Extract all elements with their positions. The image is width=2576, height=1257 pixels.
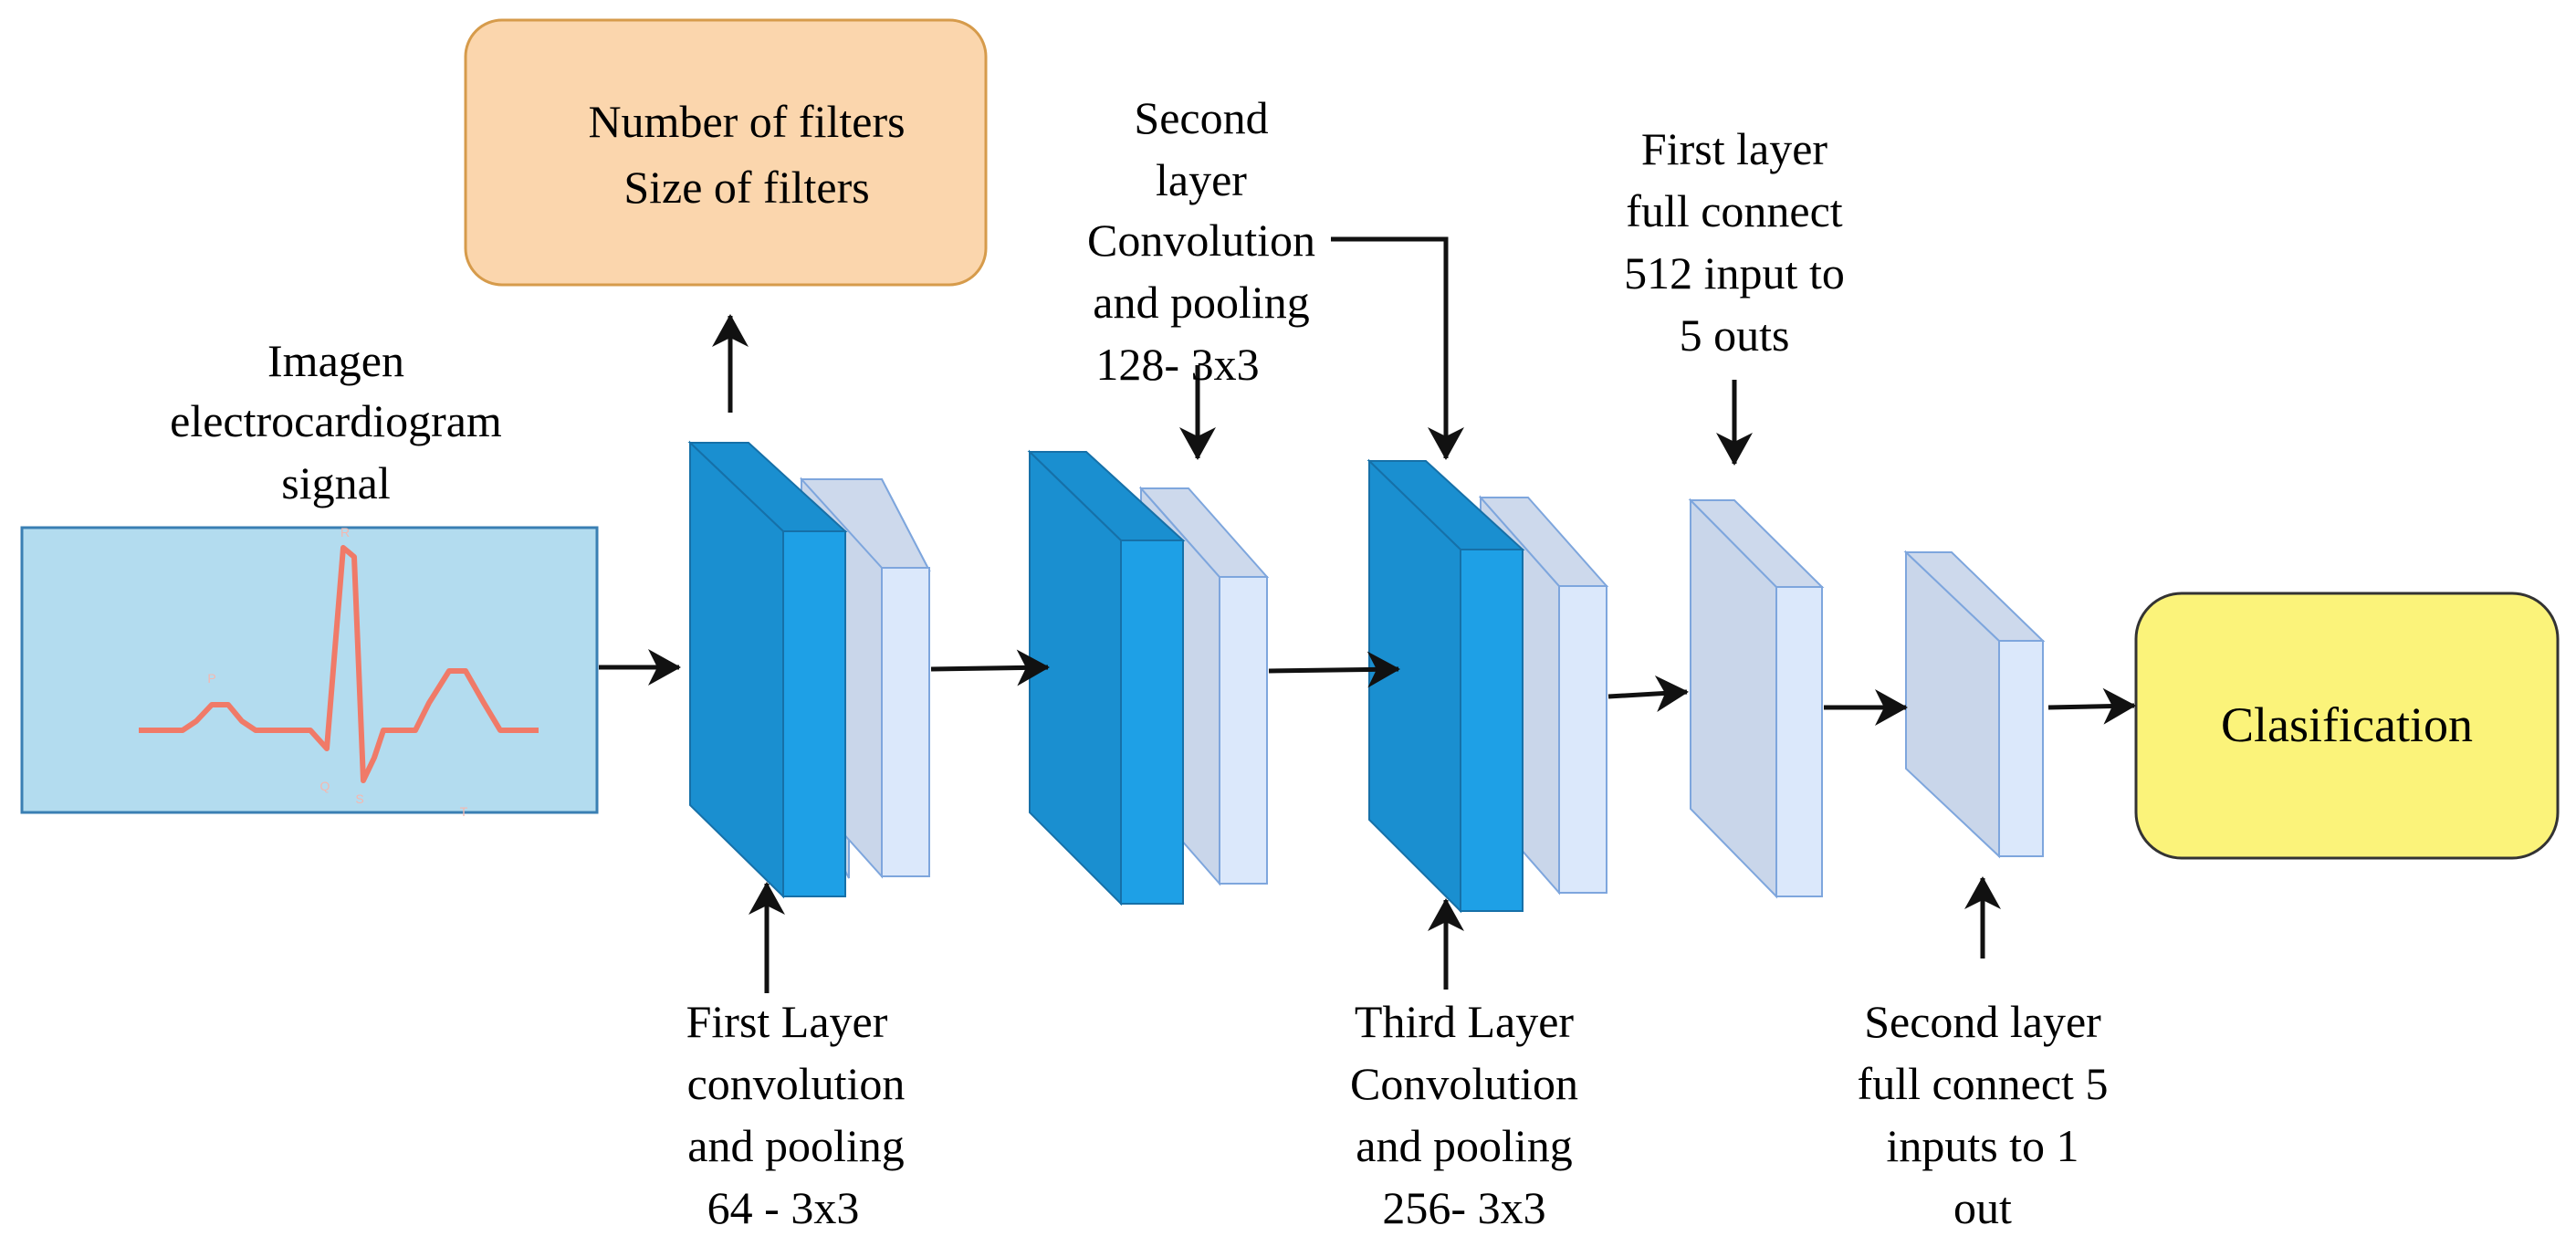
- flow-arrows: [599, 649, 2136, 726]
- pool-slab-1-face: [881, 567, 930, 877]
- ecg-input: R P Q S T Imagen electrocardiogram signa…: [20, 335, 599, 819]
- fc-block-1: [1688, 498, 1825, 899]
- conv3-label-line-4: 256- 3x3: [1382, 1182, 1545, 1233]
- conv-block-1: [687, 440, 931, 899]
- label-conv1: First Layer convolution and pooling 64 -…: [686, 996, 906, 1233]
- pool-slab-2-face: [1219, 576, 1268, 885]
- conv-block-3: [1367, 458, 1609, 914]
- fc2-label-line-4: out: [1953, 1182, 2012, 1233]
- annotation-arrows: [712, 236, 2001, 993]
- conv2-label-line-1: Second: [1134, 92, 1268, 143]
- input-label-line-3: signal: [281, 457, 390, 508]
- fc2-label-line-1: Second layer: [1864, 996, 2101, 1047]
- input-label-line-1: Imagen: [267, 335, 404, 386]
- conv1-label-line-2: convolution: [687, 1058, 906, 1109]
- fc-block-2: [1903, 550, 2046, 859]
- label-fc2: Second layer full connect 5 inputs to 1 …: [1858, 996, 2109, 1233]
- fc1-label-line-4: 5 outs: [1680, 309, 1790, 361]
- conv3-label-line-2: Convolution: [1350, 1058, 1578, 1109]
- wave-letter-q: Q: [320, 779, 330, 793]
- conv1-label-line-3: and pooling: [687, 1120, 904, 1171]
- fc1-label-line-1: First layer: [1641, 123, 1827, 174]
- arrow-conv2-to-conv3: [1268, 651, 1400, 688]
- label-fc1: First layer full connect 512 input to 5 …: [1624, 123, 1845, 361]
- conv2-label-line-2: layer: [1156, 154, 1247, 205]
- filters-callout: Number of filters Size of filters: [464, 18, 988, 287]
- conv2-label-line-5: 128- 3x3: [1095, 339, 1259, 390]
- conv-slab-2-face: [1120, 539, 1184, 905]
- conv2-label-line-4: and pooling: [1093, 277, 1309, 328]
- wave-letter-t: T: [460, 804, 468, 819]
- classification-output: Clasification: [2134, 592, 2560, 860]
- conv1-label-line-4: 64 - 3x3: [707, 1182, 860, 1233]
- arrow-conv1-to-conv2: [930, 649, 1050, 686]
- filters-box-line-1: Number of filters: [588, 96, 905, 147]
- input-label-line-2: electrocardiogram: [170, 395, 502, 446]
- classification-label: Clasification: [2221, 697, 2473, 752]
- conv3-label-line-1: Third Layer: [1355, 996, 1575, 1047]
- fc1-label-line-3: 512 input to: [1624, 247, 1845, 299]
- conv-block-2: [1027, 449, 1270, 906]
- fc2-face: [1998, 640, 2044, 857]
- fc2-label-line-2: full connect 5: [1858, 1058, 2109, 1109]
- conv-slab-3-face: [1460, 549, 1524, 912]
- classification-box: [2134, 592, 2560, 860]
- conv3-label-line-3: and pooling: [1356, 1120, 1572, 1171]
- wave-letter-r: R: [340, 525, 350, 539]
- wave-letter-p: P: [207, 671, 215, 686]
- filters-box-line-2: Size of filters: [623, 162, 869, 213]
- ecg-image-box: [20, 526, 599, 814]
- label-conv3: Third Layer Convolution and pooling 256-…: [1350, 996, 1578, 1233]
- arrow-conv3-to-fc1: [1607, 676, 1689, 712]
- filters-box: [464, 18, 988, 287]
- conv2-label-line-3: Convolution: [1087, 215, 1315, 266]
- fc1-face: [1775, 586, 1823, 897]
- arrow-label-to-conv3: [1331, 236, 1464, 460]
- wave-letter-s: S: [355, 791, 363, 806]
- fc1-label-line-2: full connect: [1626, 185, 1843, 236]
- pool-slab-3-face: [1558, 585, 1607, 894]
- conv1-label-line-1: First Layer: [686, 996, 888, 1047]
- fc2-label-line-3: inputs to 1: [1886, 1120, 2079, 1171]
- ecg-wave: [139, 545, 539, 783]
- arrow-fc2-to-output: [2047, 687, 2136, 725]
- conv-slab-1-face: [782, 530, 846, 897]
- label-conv2: Second layer Convolution and pooling 128…: [1087, 92, 1315, 390]
